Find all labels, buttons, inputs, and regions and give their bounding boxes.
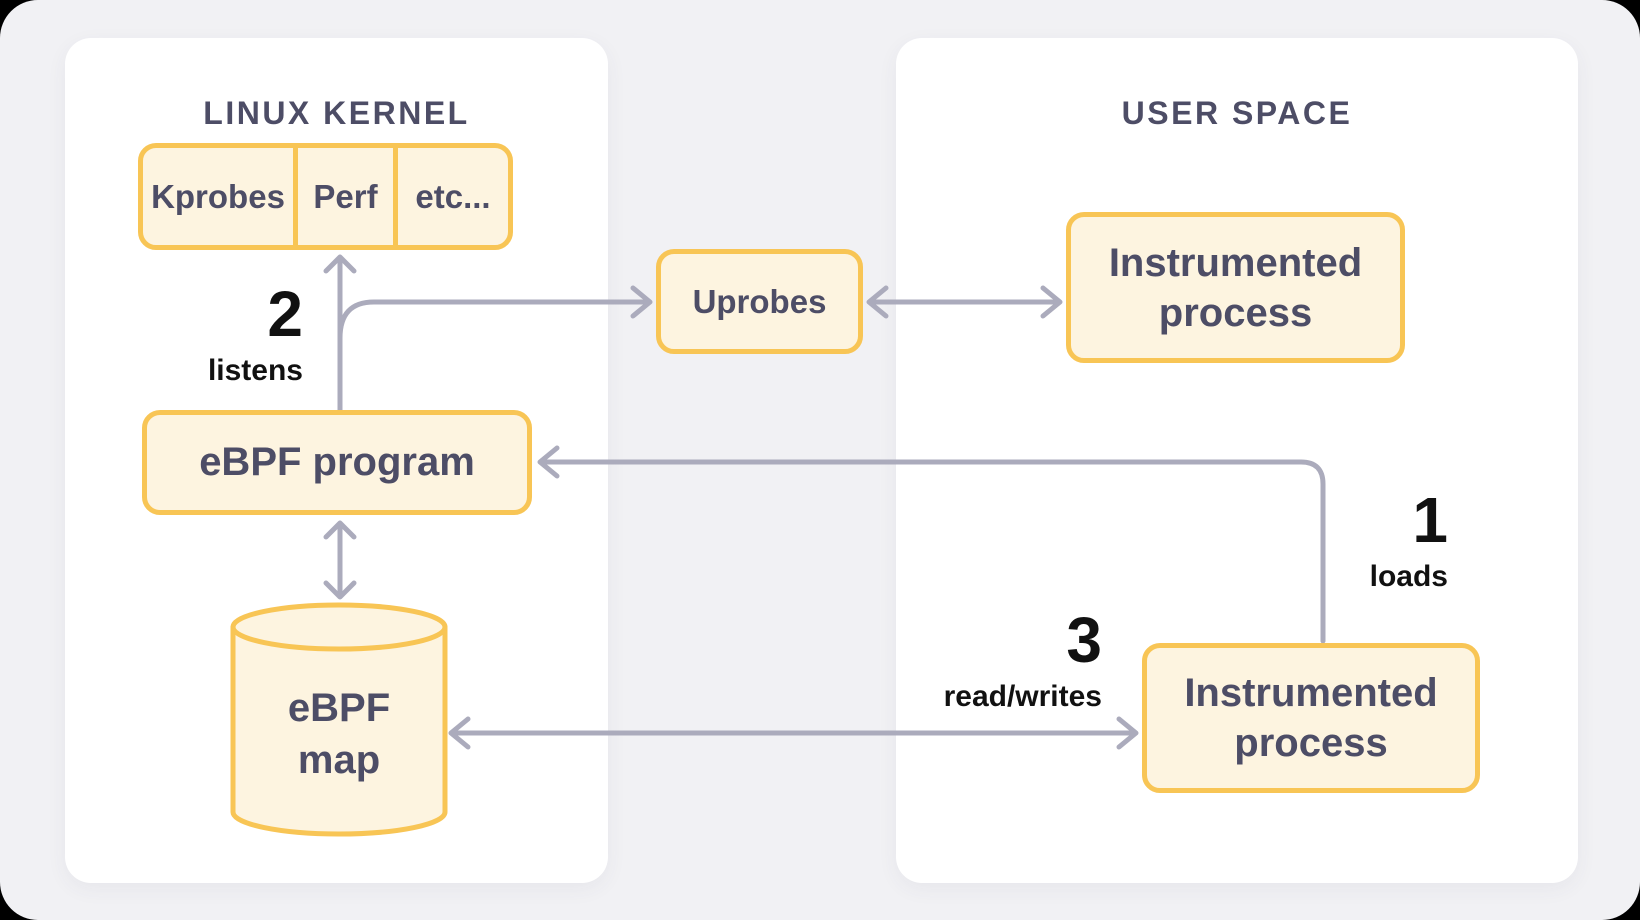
instrumented-bottom-line1: Instrumented — [1184, 671, 1438, 715]
step-3-readwrites: 3 read/writes — [902, 608, 1102, 712]
node-etc: etc... — [393, 148, 508, 245]
step-2-label: listens — [207, 354, 303, 387]
step-3-number: 3 — [1066, 604, 1102, 676]
instrumented-top-line2: process — [1158, 290, 1313, 335]
instrumented-top-line1: Instrumented — [1108, 240, 1363, 285]
kernel-probes-row: Kprobes Perf etc... — [138, 143, 513, 250]
node-ebpf-map-label: eBPF map — [233, 682, 445, 786]
instrumented-bottom-line2: process — [1234, 721, 1388, 765]
node-uprobes: Uprobes — [656, 249, 863, 354]
node-kprobes: Kprobes — [151, 177, 285, 215]
step-3-label: read/writes — [943, 680, 1102, 713]
step-2-number: 2 — [267, 278, 303, 350]
user-space-title: USER SPACE — [1121, 95, 1353, 131]
node-ebpf-program: eBPF program — [142, 410, 532, 515]
step-2-listens: 2 listens — [103, 282, 303, 386]
ebpf-map-line1: eBPF — [287, 686, 391, 730]
ebpf-map-line2: map — [297, 738, 381, 782]
step-1-label: loads — [1369, 560, 1448, 593]
node-perf: Perf — [293, 148, 393, 245]
step-1-loads: 1 loads — [1248, 488, 1448, 592]
linux-kernel-title: LINUX KERNEL — [203, 95, 470, 131]
step-1-number: 1 — [1412, 484, 1448, 556]
node-instrumented-process-bottom: Instrumented process — [1142, 643, 1480, 793]
node-instrumented-process-top: Instrumented process — [1066, 212, 1405, 363]
